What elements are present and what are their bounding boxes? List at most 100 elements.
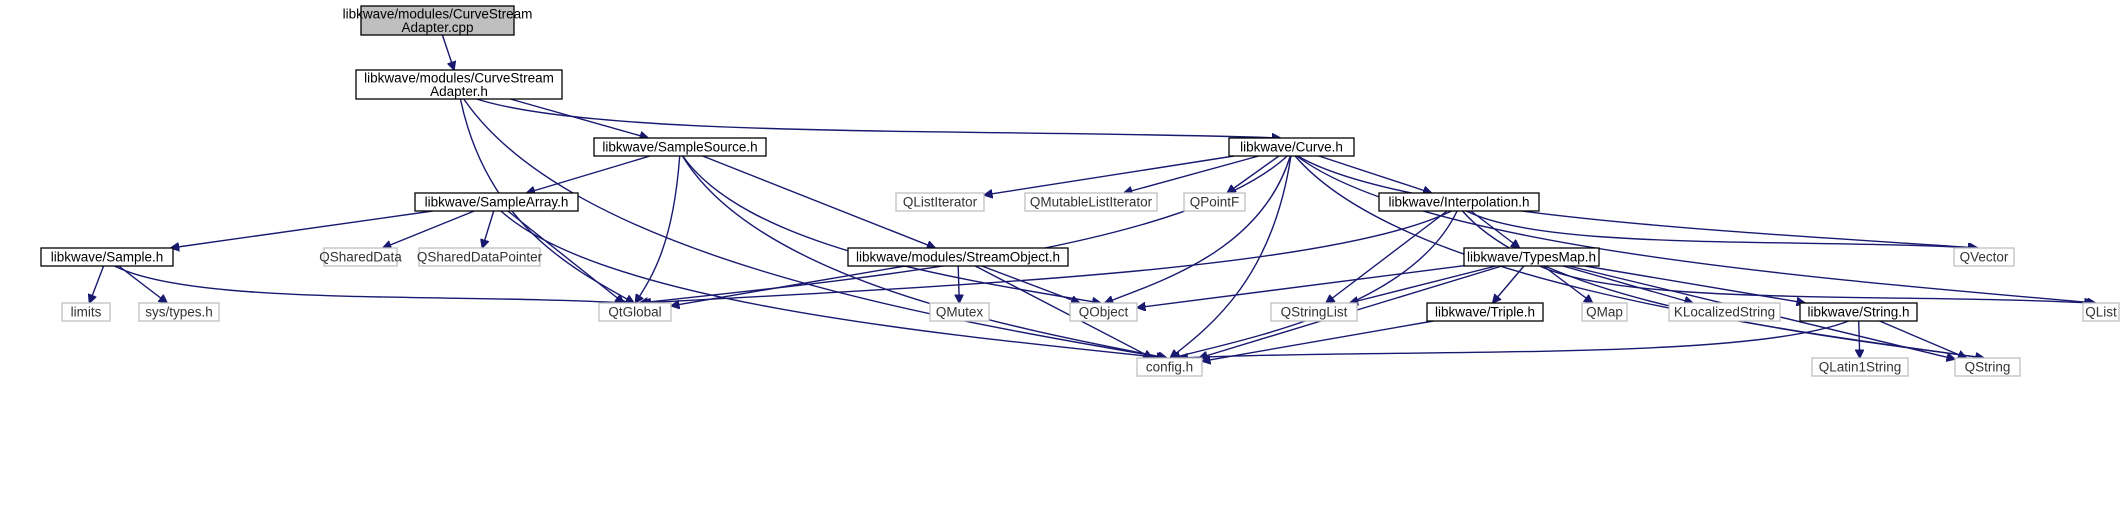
- node-samplesource[interactable]: libkwave/SampleSource.h: [593, 137, 767, 157]
- edge-string-to-config: [1179, 320, 1849, 358]
- edge-curve-to-qlist: [1296, 155, 2096, 303]
- node-box: [2082, 302, 2120, 322]
- node-interpolation[interactable]: libkwave/Interpolation.h: [1378, 192, 1540, 212]
- edge-typesmap-to-qstringlist: [1350, 265, 1497, 303]
- edge-triple-to-config: [1202, 320, 1434, 361]
- edge-typesmap-to-triple: [1493, 265, 1525, 303]
- node-box: [414, 192, 579, 212]
- node-box: [418, 247, 541, 267]
- node-streamobject[interactable]: libkwave/modules/StreamObject.h: [847, 247, 1069, 267]
- node-samplearray[interactable]: libkwave/SampleArray.h: [414, 192, 579, 212]
- node-box: [1426, 302, 1544, 322]
- node-box: [1270, 302, 1358, 322]
- node-label: libkwave/Triple.h: [1435, 305, 1535, 320]
- edge-samplesource-to-qtglobal: [635, 155, 681, 303]
- node-label: QPointF: [1190, 195, 1240, 210]
- node-label: QStringList: [1281, 305, 1348, 320]
- node-box: [929, 302, 990, 322]
- edge-interpolation-to-qtglobal: [642, 210, 1452, 303]
- node-qstring: QString: [1954, 357, 2021, 377]
- edge-typesmap-to-klocalizedstring: [1562, 265, 1693, 303]
- edge-samplearray-to-qtglobal: [507, 210, 624, 303]
- node-label: libkwave/TypesMap.h: [1467, 250, 1596, 265]
- node-typesmap[interactable]: libkwave/TypesMap.h: [1463, 247, 1600, 267]
- edge-samplesource-to-qobject: [682, 155, 1101, 303]
- node-label: libkwave/modules/CurveStream: [343, 6, 533, 21]
- node-qmutex: QMutex: [929, 302, 990, 322]
- node-box: [1811, 357, 1909, 377]
- edge-typesmap-to-qmap: [1542, 265, 1592, 303]
- edge-samplesource-to-streamobject: [702, 155, 936, 248]
- node-qlist: QList: [2082, 302, 2120, 322]
- edge-samplesource-to-samplearray: [527, 155, 651, 193]
- node-triple[interactable]: libkwave/Triple.h: [1426, 302, 1544, 322]
- node-box: [1136, 357, 1203, 377]
- edge-interpolation-to-typesmap: [1470, 210, 1520, 248]
- node-box: [360, 5, 515, 36]
- node-label: QSharedData: [319, 250, 402, 265]
- node-box: [1378, 192, 1540, 212]
- node-label: sys/types.h: [145, 305, 213, 320]
- node-box: [1668, 302, 1781, 322]
- node-qobject: QObject: [1069, 302, 1138, 322]
- node-label: QListIterator: [903, 195, 978, 210]
- node-box: [1954, 357, 2021, 377]
- node-label: QVector: [1960, 250, 2009, 265]
- node-limits: limits: [61, 302, 111, 322]
- node-qvector: QVector: [1953, 247, 2015, 267]
- node-qtglobal: QtGlobal: [598, 302, 672, 322]
- edge-curve-to-qvector: [1297, 155, 1978, 248]
- node-label: libkwave/Curve.h: [1240, 140, 1343, 155]
- node-label: QString: [1965, 360, 2011, 375]
- node-box: [323, 247, 398, 267]
- node-label: libkwave/modules/CurveStream: [364, 70, 554, 85]
- edge-curve-to-interpolation: [1318, 155, 1432, 193]
- node-sample[interactable]: libkwave/Sample.h: [40, 247, 174, 267]
- node-label: Adapter.cpp: [401, 20, 473, 35]
- node-label: QList: [2085, 305, 2117, 320]
- node-systypes: sys/types.h: [138, 302, 220, 322]
- edge-curve-to-qmutablelistiterator: [1124, 155, 1259, 193]
- node-box: [61, 302, 111, 322]
- node-qshareddatapointer: QSharedDataPointer: [417, 247, 543, 267]
- node-qshareddata: QSharedData: [319, 247, 402, 267]
- node-qlistiterator: QListIterator: [895, 192, 985, 212]
- node-label: QSharedDataPointer: [417, 250, 543, 265]
- node-label: QtGlobal: [608, 305, 661, 320]
- edge-csa_h-to-config: [463, 98, 1167, 358]
- node-label: QMutex: [936, 305, 984, 320]
- node-qmap: QMap: [1581, 302, 1628, 322]
- edge-curve-to-qpointf: [1227, 155, 1280, 193]
- edge-csa_h-to-samplesource: [510, 98, 648, 138]
- edges-layer: [89, 34, 2096, 361]
- edge-streamobject-to-qobject: [981, 265, 1080, 303]
- node-qstringlist: QStringList: [1270, 302, 1358, 322]
- node-string[interactable]: libkwave/String.h: [1799, 302, 1918, 322]
- node-label: KLocalizedString: [1674, 305, 1775, 320]
- edge-samplesource-to-config: [681, 155, 1168, 358]
- edge-curve-to-qobject: [1105, 155, 1291, 303]
- node-label: libkwave/String.h: [1807, 305, 1909, 320]
- edge-interpolation-to-qstring: [1461, 210, 1985, 358]
- edge-curve-to-qtglobal: [639, 155, 1288, 303]
- node-box: [1799, 302, 1918, 322]
- node-qpointf: QPointF: [1183, 192, 1246, 212]
- edge-curve-to-config: [1170, 155, 1292, 358]
- edge-curve-to-qlistiterator: [984, 155, 1235, 195]
- node-box: [1069, 302, 1138, 322]
- node-label: QMutableListIterator: [1030, 195, 1153, 210]
- node-label: QMap: [1586, 305, 1623, 320]
- edge-samplearray-to-sample: [171, 210, 433, 248]
- node-label: libkwave/Interpolation.h: [1388, 195, 1529, 210]
- node-box: [1228, 137, 1355, 157]
- edge-sample-to-systypes: [118, 265, 167, 303]
- node-label: libkwave/Sample.h: [51, 250, 164, 265]
- edge-root-to-csa_h: [441, 34, 454, 70]
- node-klocalizedstring: KLocalizedString: [1668, 302, 1781, 322]
- node-box: [1953, 247, 2015, 267]
- node-box: [355, 69, 563, 100]
- node-curve[interactable]: libkwave/Curve.h: [1228, 137, 1355, 157]
